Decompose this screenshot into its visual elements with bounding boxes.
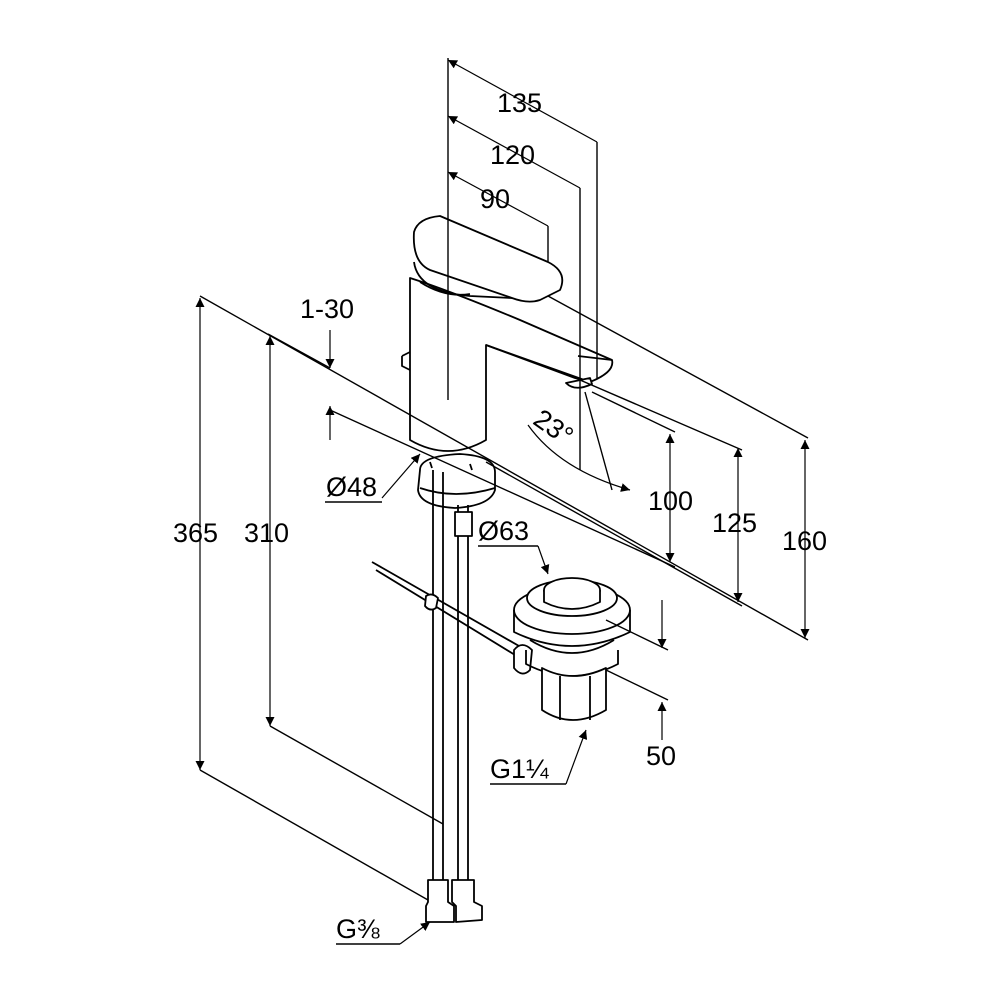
dim-90: 90 bbox=[480, 184, 510, 214]
dim-diameter-48: Ø48 bbox=[325, 453, 421, 503]
dim-horizontal-lengths: 135 120 90 bbox=[447, 58, 598, 470]
dim-125: 125 bbox=[712, 508, 757, 538]
thread-g114: G1¼ bbox=[490, 754, 549, 784]
dim-vertical-heights: 365 310 bbox=[173, 298, 444, 901]
dim-angle: 23° bbox=[527, 391, 631, 492]
lever-handle bbox=[412, 215, 564, 303]
height-extension-lines: 100 125 160 bbox=[199, 295, 827, 641]
popup-rod bbox=[371, 561, 527, 659]
thread-drain: G1¼ bbox=[490, 729, 588, 785]
thread-g38: G⅜ bbox=[336, 914, 380, 944]
dim-1-30: 1-30 bbox=[300, 294, 354, 440]
popup-drain bbox=[513, 577, 631, 721]
mounting-base bbox=[417, 453, 496, 509]
dim-120: 120 bbox=[490, 140, 535, 170]
dim-365: 365 bbox=[173, 518, 218, 548]
dim-310: 310 bbox=[244, 518, 289, 548]
faucet-body bbox=[371, 215, 614, 923]
dim-diameter-63: Ø63 bbox=[478, 516, 550, 575]
hose-fitting-left bbox=[425, 879, 455, 923]
dim-160: 160 bbox=[782, 526, 827, 556]
dim-63: Ø63 bbox=[478, 516, 529, 546]
dim-50-label: 50 bbox=[646, 741, 676, 771]
dim-135: 135 bbox=[497, 88, 542, 118]
dim-100: 100 bbox=[648, 486, 693, 516]
dim-1-30-label: 1-30 bbox=[300, 294, 354, 324]
dim-48: Ø48 bbox=[326, 472, 377, 502]
dim-angle-label: 23° bbox=[528, 403, 579, 451]
supply-hose bbox=[432, 470, 444, 880]
hose-fitting-right bbox=[451, 879, 483, 923]
dim-50: 50 bbox=[605, 600, 676, 771]
thread-supply: G⅜ bbox=[336, 914, 431, 945]
